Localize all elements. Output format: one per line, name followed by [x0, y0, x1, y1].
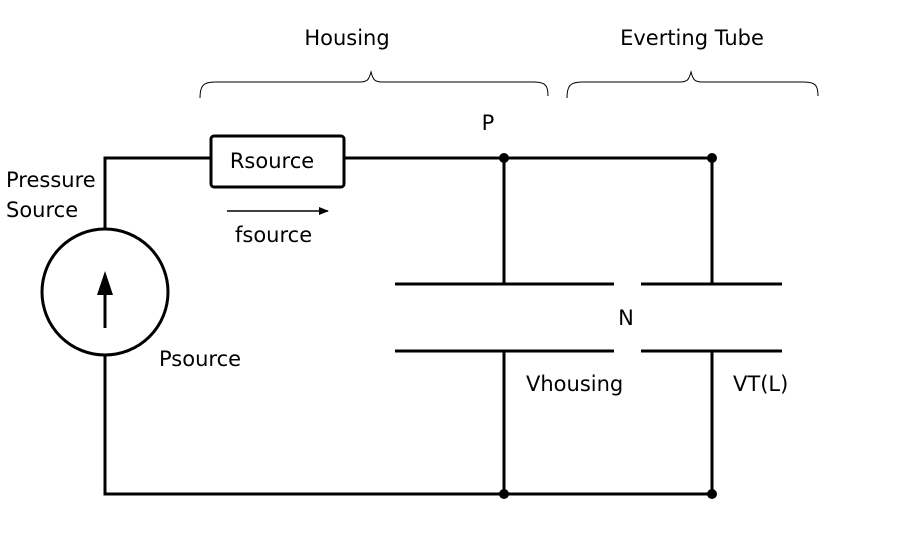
- pressure-source-label-line2: Source: [6, 198, 78, 222]
- housing-brace: [199, 70, 549, 99]
- left-upper-wire: [103, 156, 211, 229]
- everting-tube-brace: [566, 70, 819, 99]
- resistor-box: [209, 134, 346, 189]
- vt-label: VT(L): [733, 372, 788, 396]
- bottom-wire: [103, 356, 712, 496]
- everting-tube-label: Everting Tube: [620, 26, 764, 50]
- junction-dot-bottom-housing: [499, 489, 509, 499]
- junction-dot-top-tube: [707, 153, 717, 163]
- psource-label: Psource: [159, 347, 241, 371]
- vhousing-label: Vhousing: [526, 372, 623, 396]
- flow-label: fsource: [235, 223, 312, 247]
- node-p-label: P: [482, 111, 495, 135]
- housing-label: Housing: [304, 26, 389, 50]
- node-n-label: N: [618, 306, 634, 330]
- pressure-source-arrowhead-icon: [97, 271, 113, 295]
- pressure-source-label-line1: Pressure: [6, 168, 96, 192]
- resistor-label: Rsource: [230, 149, 314, 173]
- junction-dot-top-housing: [499, 153, 509, 163]
- junction-dot-bottom-tube: [707, 489, 717, 499]
